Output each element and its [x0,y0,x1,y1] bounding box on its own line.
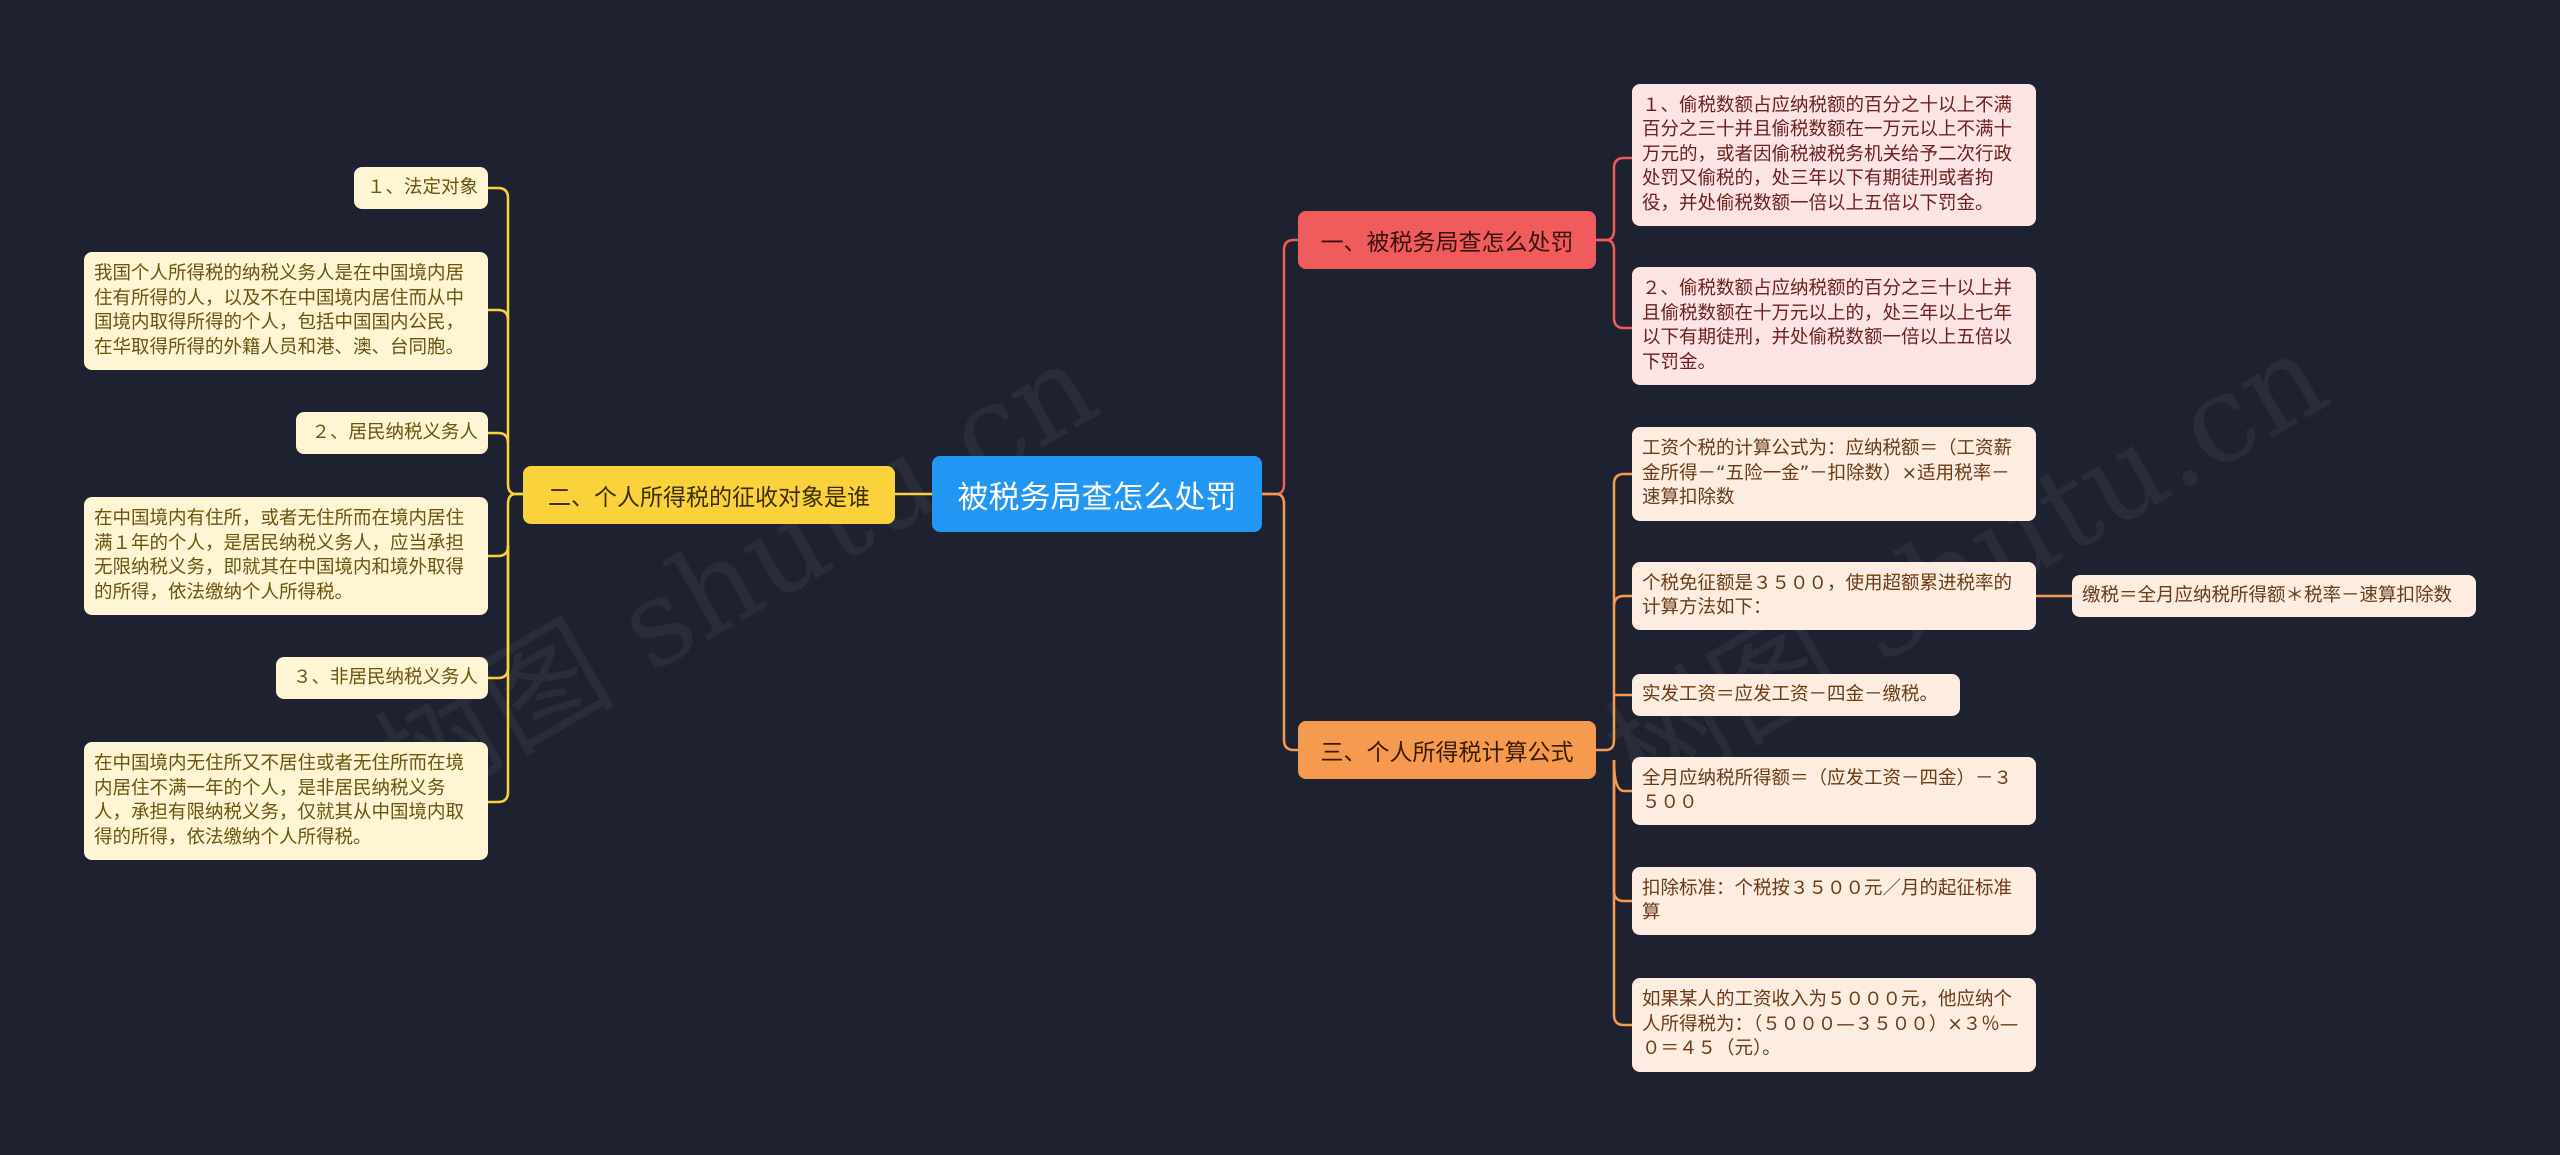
leaf-targets-6[interactable]: 在中国境内无住所又不居住或者无住所而在境内居住不满一年的个人，是非居民纳税义务人… [84,742,488,860]
link-formula-item5 [1612,760,1632,903]
leaf-formula-1[interactable]: 工资个税的计算公式为：应纳税额＝（工资薪金所得－“五险一金”－扣除数）×适用税率… [1632,427,2036,521]
branch-targets-label: 二、个人所得税的征收对象是谁 [548,485,870,511]
leaf-formula-5[interactable]: 扣除标准：个税按３５００元／月的起征标准算 [1632,867,2036,935]
branch-penalty-label: 一、被税务局查怎么处罚 [1320,230,1574,256]
link-targets-item4 [488,492,523,558]
leaf-targets-5-text: ３、非居民纳税义务人 [292,666,478,688]
link-penalty-item1 [1596,156,1632,242]
root-topic-label: 被税务局查怎么处罚 [957,479,1237,516]
leaf-targets-1[interactable]: １、法定对象 [354,167,488,209]
leaf-targets-4-text: 在中国境内有住所，或者无住所而在境内居住满１年的个人，是居民纳税义务人，应当承担… [94,508,465,603]
leaf-formula-6-text: 如果某人的工资收入为５０００元，他应纳个人所得税为：（５０００—３５００）×３％… [1642,989,2019,1060]
branch-formula[interactable]: 三、个人所得税计算公式 [1298,721,1596,779]
leaf-targets-3[interactable]: ２、居民纳税义务人 [296,412,488,454]
branch-targets[interactable]: 二、个人所得税的征收对象是谁 [523,466,895,524]
leaf-targets-1-text: １、法定对象 [366,176,478,198]
link-penalty-item2 [1596,238,1632,330]
link-formula-item6 [1612,760,1632,1027]
link-root-penalty [1262,238,1298,496]
leaf-penalty-2-text: ２、偷税数额占应纳税额的百分之三十以上并且偷税数额在十万元以上的，处三年以上七年… [1642,278,2013,373]
link-targets-item6 [488,546,510,804]
link-formula-trunk [1596,472,1632,752]
branch-formula-label: 三、个人所得税计算公式 [1320,740,1574,766]
link-root-formula [1262,492,1298,752]
leaf-formula-1-text: 工资个税的计算公式为：应纳税额＝（工资薪金所得－“五险一金”－扣除数）×适用税率… [1642,438,2013,509]
link-targets-item2 [488,308,510,321]
link-targets-item1 [488,186,523,496]
branch-penalty[interactable]: 一、被税务局查怎么处罚 [1298,211,1596,269]
leaf-targets-6-text: 在中国境内无住所又不居住或者无住所而在境内居住不满一年的个人，是非居民纳税义务人… [94,753,465,848]
leaf-targets-4[interactable]: 在中国境内有住所，或者无住所而在境内居住满１年的个人，是居民纳税义务人，应当承担… [84,497,488,615]
leaf-targets-5[interactable]: ３、非居民纳税义务人 [276,657,488,699]
leaf-penalty-1[interactable]: １、偷税数额占应纳税额的百分之十以上不满百分之三十并且偷税数额在一万元以上不满十… [1632,84,2036,226]
link-targets-item5 [488,546,510,680]
leaf-targets-3-text: ２、居民纳税义务人 [311,421,478,443]
leaf-formula-4-text: 全月应纳税所得额＝（应发工资－四金）－３５００ [1642,767,2013,814]
link-formula-item2 [1612,594,1632,607]
leaf-penalty-2[interactable]: ２、偷税数额占应纳税额的百分之三十以上并且偷税数额在十万元以上的，处三年以上七年… [1632,267,2036,385]
leaf-formula-6[interactable]: 如果某人的工资收入为５０００元，他应纳个人所得税为：（５０００—３５００）×３％… [1632,978,2036,1072]
leaf-penalty-1-text: １、偷税数额占应纳税额的百分之十以上不满百分之三十并且偷税数额在一万元以上不满十… [1642,94,2013,214]
link-targets-item3 [488,431,510,444]
leaf-formula-2-text: 个税免征额是３５００，使用超额累进税率的计算方法如下： [1642,572,2013,619]
leaf-targets-2[interactable]: 我国个人所得税的纳税义务人是在中国境内居住有所得的人，以及不在中国境内居住而从中… [84,252,488,370]
link-formula-item4 [1612,759,1632,793]
leaf-formula-2[interactable]: 个税免征额是３５００，使用超额累进税率的计算方法如下： [1632,562,2036,630]
leaf-formula-5-text: 扣除标准：个税按３５００元／月的起征标准算 [1642,877,2013,924]
leaf-formula-2-sub-text: 缴税＝全月应纳税所得额＊税率－速算扣除数 [2082,584,2453,606]
leaf-formula-3-text: 实发工资＝应发工资－四金－缴税。 [1642,683,1939,705]
root-topic[interactable]: 被税务局查怎么处罚 [932,456,1262,532]
leaf-formula-3[interactable]: 实发工资＝应发工资－四金－缴税。 [1632,674,1960,716]
leaf-formula-4[interactable]: 全月应纳税所得额＝（应发工资－四金）－３５００ [1632,757,2036,825]
leaf-formula-2-sub[interactable]: 缴税＝全月应纳税所得额＊税率－速算扣除数 [2072,575,2476,617]
leaf-targets-2-text: 我国个人所得税的纳税义务人是在中国境内居住有所得的人，以及不在中国境内居住而从中… [94,263,465,358]
